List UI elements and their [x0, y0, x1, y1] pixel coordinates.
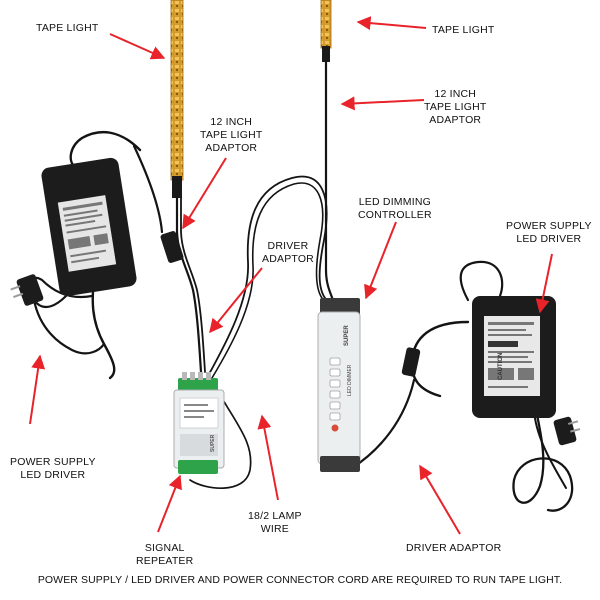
label-tape-light-left: TAPE LIGHT [36, 22, 99, 34]
dimmer-label-text: LED DIMMER [347, 364, 353, 396]
tape-light-left [170, 0, 184, 198]
plug-left [10, 274, 44, 306]
arrow-dimming-controller [364, 221, 397, 300]
arrow-driver-adaptor-left [209, 267, 263, 334]
annotation-arrows [29, 16, 553, 535]
arrow-power-supply-right [535, 253, 553, 314]
label-driver-adaptor-bottom: DRIVER ADAPTOR [406, 542, 502, 554]
label-power-supply-right: POWER SUPPLY LED DRIVER [506, 220, 592, 245]
tape-light-right [320, 0, 332, 62]
arrow-power-supply-left [29, 354, 46, 425]
label-dimming-controller: LED DIMMING CONTROLLER [358, 196, 432, 221]
dimmer-brand-text: SUPER [344, 325, 350, 346]
label-power-supply-left: POWER SUPPLY LED DRIVER [10, 456, 96, 481]
signal-repeater [173, 372, 225, 474]
arrow-driver-adaptor-bottom [419, 464, 461, 535]
arrow-tape-light-right [356, 16, 427, 31]
label-lamp-wire: 18/2 LAMP WIRE [248, 510, 302, 535]
power-supply-left [41, 157, 137, 297]
repeater-brand-text: SUPER [210, 434, 216, 452]
power-supply-right [472, 296, 556, 418]
label-signal-repeater: SIGNAL REPEATER [136, 542, 194, 567]
arrow-tape-light-left [109, 33, 166, 60]
footer-note: POWER SUPPLY / LED DRIVER AND POWER CONN… [37, 574, 563, 586]
arrow-adaptor-right [340, 96, 425, 111]
plug-right [553, 416, 581, 446]
label-adaptor-right: 12 INCH TAPE LIGHT ADAPTOR [424, 88, 487, 126]
arrow-adaptor-left [182, 157, 227, 230]
label-tape-light-right: TAPE LIGHT [432, 24, 495, 36]
arrow-lamp-wire [257, 414, 279, 501]
label-driver-adaptor-left: DRIVER ADAPTOR [262, 240, 314, 265]
label-adaptor-left: 12 INCH TAPE LIGHT ADAPTOR [200, 116, 263, 154]
led-dimming-controller [317, 298, 361, 472]
cables [28, 60, 574, 512]
caution-text: CAUTION [498, 353, 504, 380]
device-lettering: LED DIMMER SUPER SUPER CAUTION [210, 325, 504, 452]
arrow-signal-repeater [157, 474, 182, 533]
